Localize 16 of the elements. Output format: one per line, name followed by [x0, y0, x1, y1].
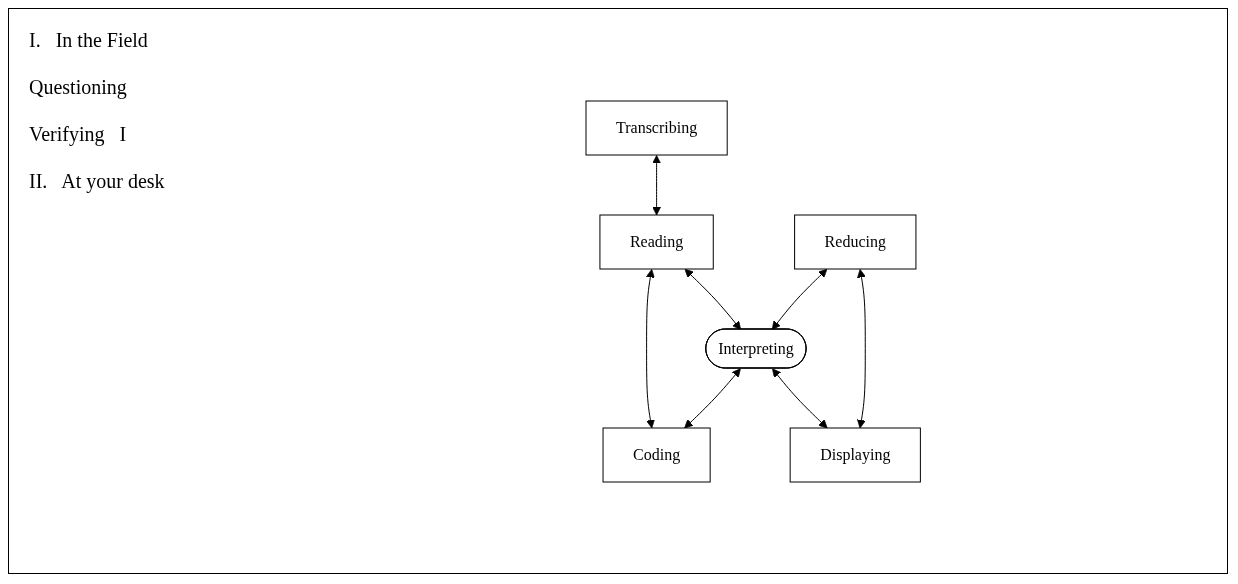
node-box: Transcribing [585, 100, 728, 155]
node-box: Reading [599, 214, 714, 269]
arrow [856, 268, 866, 428]
arrow [771, 268, 828, 330]
arrow [771, 367, 828, 428]
node-box: Reducing [793, 214, 917, 269]
arrow [652, 154, 661, 215]
section-label: Verifying I [29, 123, 128, 146]
arrow [645, 268, 655, 428]
section-label: I. In the Field [29, 29, 149, 52]
arrow [684, 268, 741, 330]
section-label: Questioning [29, 76, 128, 99]
arrow [684, 367, 741, 428]
node-box: Displaying [789, 427, 921, 482]
section-label: II. At your desk [29, 170, 166, 193]
node-box: Coding [602, 427, 711, 482]
